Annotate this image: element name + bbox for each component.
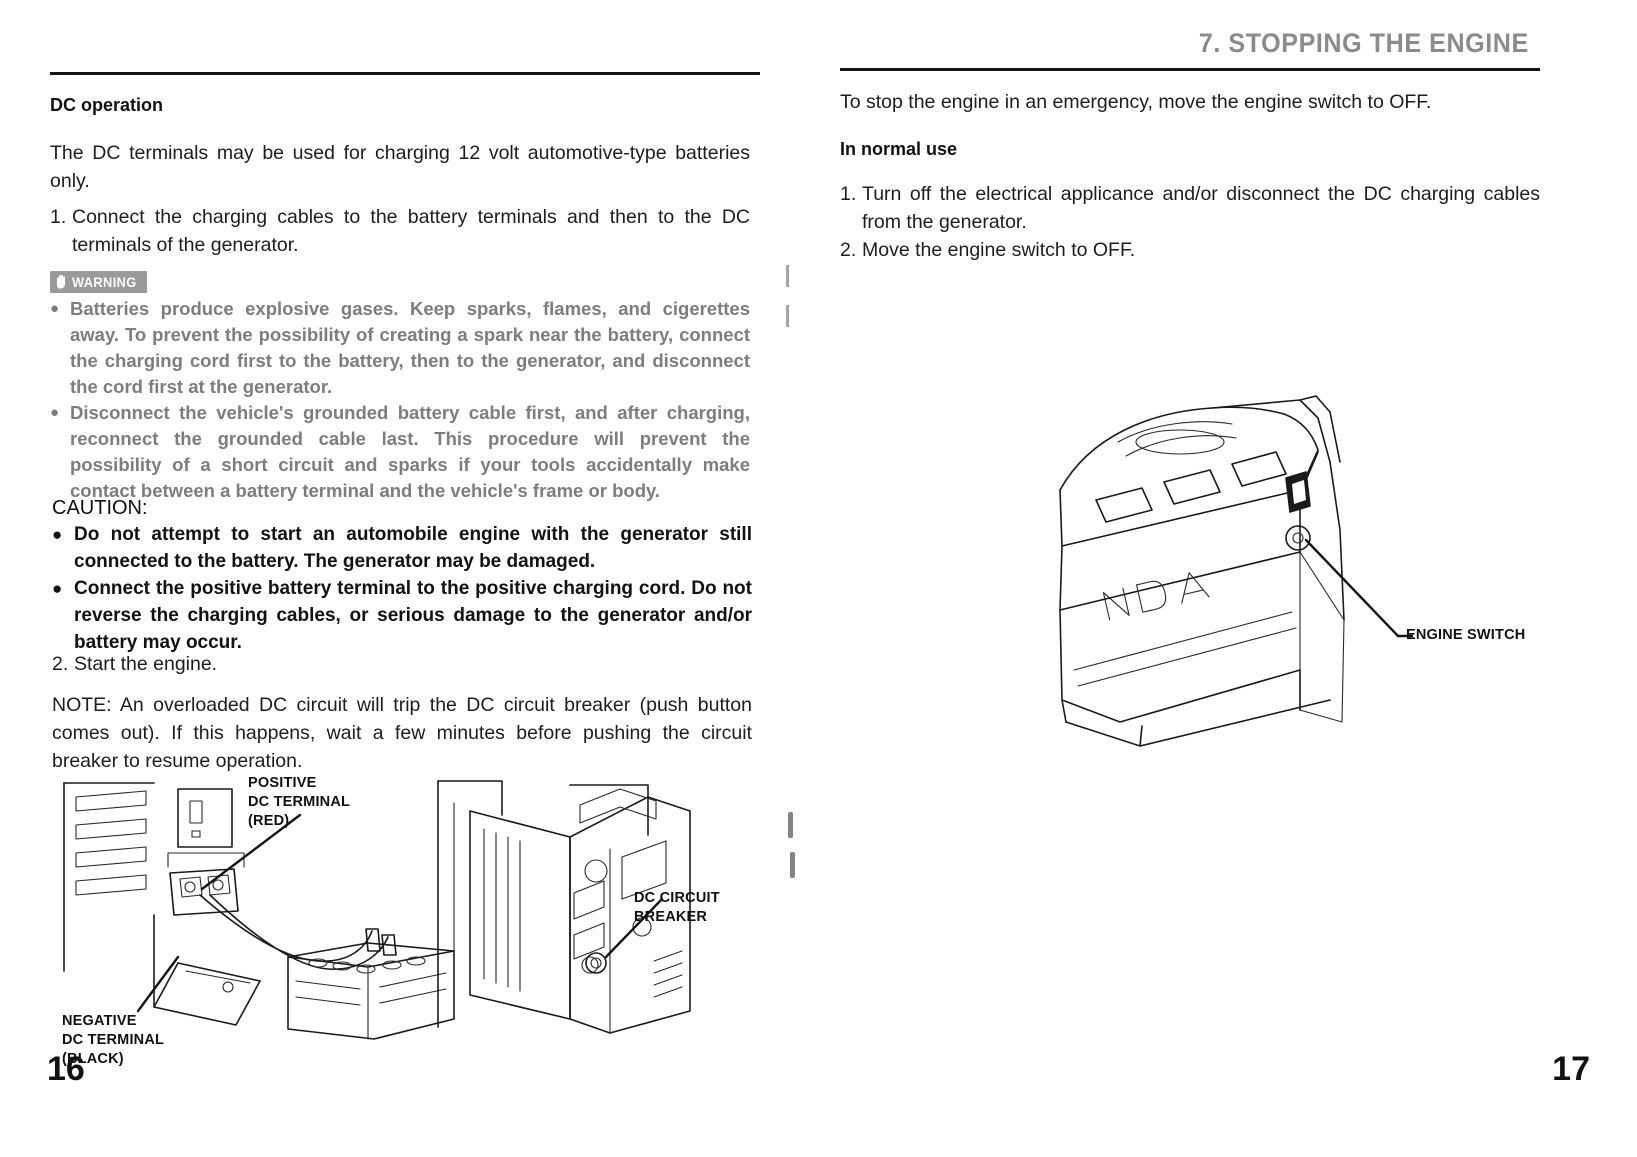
page-number-right: 17 [1552, 1050, 1590, 1088]
in-normal-use-heading: In normal use [840, 139, 958, 159]
dc-step-2-number: 2. [52, 653, 69, 675]
step-number: 2. [840, 239, 857, 261]
positive-dc-terminal-label: POSITIVE DC TERMINAL (RED) [248, 775, 351, 829]
left-page-rule [50, 72, 760, 75]
scan-artifact [786, 305, 789, 327]
warning-item-text: Disconnect the vehicle's grounded batter… [70, 402, 750, 501]
chapter-title: 7. STOPPING THE ENGINE [1199, 28, 1529, 58]
dc-step-2-text: Start the engine. [74, 653, 218, 675]
caution-item: ● Do not attempt to start an automobile … [52, 521, 752, 575]
warning-item: ● Disconnect the vehicle's grounded batt… [50, 400, 750, 504]
stop-engine-step: 2. Move the engine switch to OFF. [840, 236, 1540, 264]
warning-badge: WARNING [50, 271, 148, 293]
right-page-rule [840, 68, 1540, 71]
stop-engine-intro: To stop the engine in an emergency, move… [840, 91, 1432, 113]
dc-step-1: 1. Connect the charging cables to the ba… [50, 203, 750, 259]
dc-operation-heading: DC operation [50, 95, 164, 115]
page-number-left: 16 [47, 1050, 85, 1088]
bullet-marker: ● [52, 579, 63, 598]
warning-item: ● Batteries produce explosive gases. Kee… [50, 296, 750, 400]
warning-list: ● Batteries produce explosive gases. Kee… [50, 296, 750, 504]
bullet-marker: ● [50, 300, 60, 317]
scan-artifact [786, 265, 789, 287]
dc-terminal-figure [50, 775, 770, 1045]
step-text: Turn off the electrical applicance and/o… [862, 183, 1540, 233]
engine-switch-label: ENGINE SWITCH [1406, 627, 1526, 643]
dc-circuit-breaker-label: DC CIRCUIT BREAKER [634, 890, 720, 925]
negative-dc-terminal-label: NEGATIVE DC TERMINAL (BLACK) [62, 1013, 165, 1067]
dc-step-2: 2. Start the engine. [52, 650, 752, 678]
hand-stop-icon [54, 274, 69, 290]
stop-engine-step: 1. Turn off the electrical applicance an… [840, 180, 1540, 236]
bullet-marker: ● [50, 404, 60, 421]
dc-step-1-text: Connect the charging cables to the batte… [72, 206, 750, 256]
stop-engine-steps: 1. Turn off the electrical applicance an… [840, 180, 1540, 264]
caution-heading: CAUTION: [52, 497, 148, 519]
engine-switch-figure [1000, 370, 1560, 750]
caution-item: ● Connect the positive battery terminal … [52, 575, 752, 656]
bullet-marker: ● [52, 525, 63, 544]
dc-note-paragraph: NOTE: An overloaded DC circuit will trip… [52, 694, 752, 772]
dc-operation-intro: The DC terminals may be used for chargin… [50, 142, 750, 192]
caution-item-text: Do not attempt to start an automobile en… [74, 524, 752, 572]
step-text: Move the engine switch to OFF. [862, 239, 1136, 261]
warning-badge-label: WARNING [72, 274, 137, 290]
step-number: 1. [840, 183, 857, 205]
warning-item-text: Batteries produce explosive gases. Keep … [70, 298, 750, 397]
scan-artifact [788, 812, 793, 838]
scan-artifact [790, 852, 795, 878]
dc-step-1-number: 1. [50, 206, 67, 228]
caution-list: ● Do not attempt to start an automobile … [52, 521, 752, 656]
caution-item-text: Connect the positive battery terminal to… [74, 578, 752, 653]
